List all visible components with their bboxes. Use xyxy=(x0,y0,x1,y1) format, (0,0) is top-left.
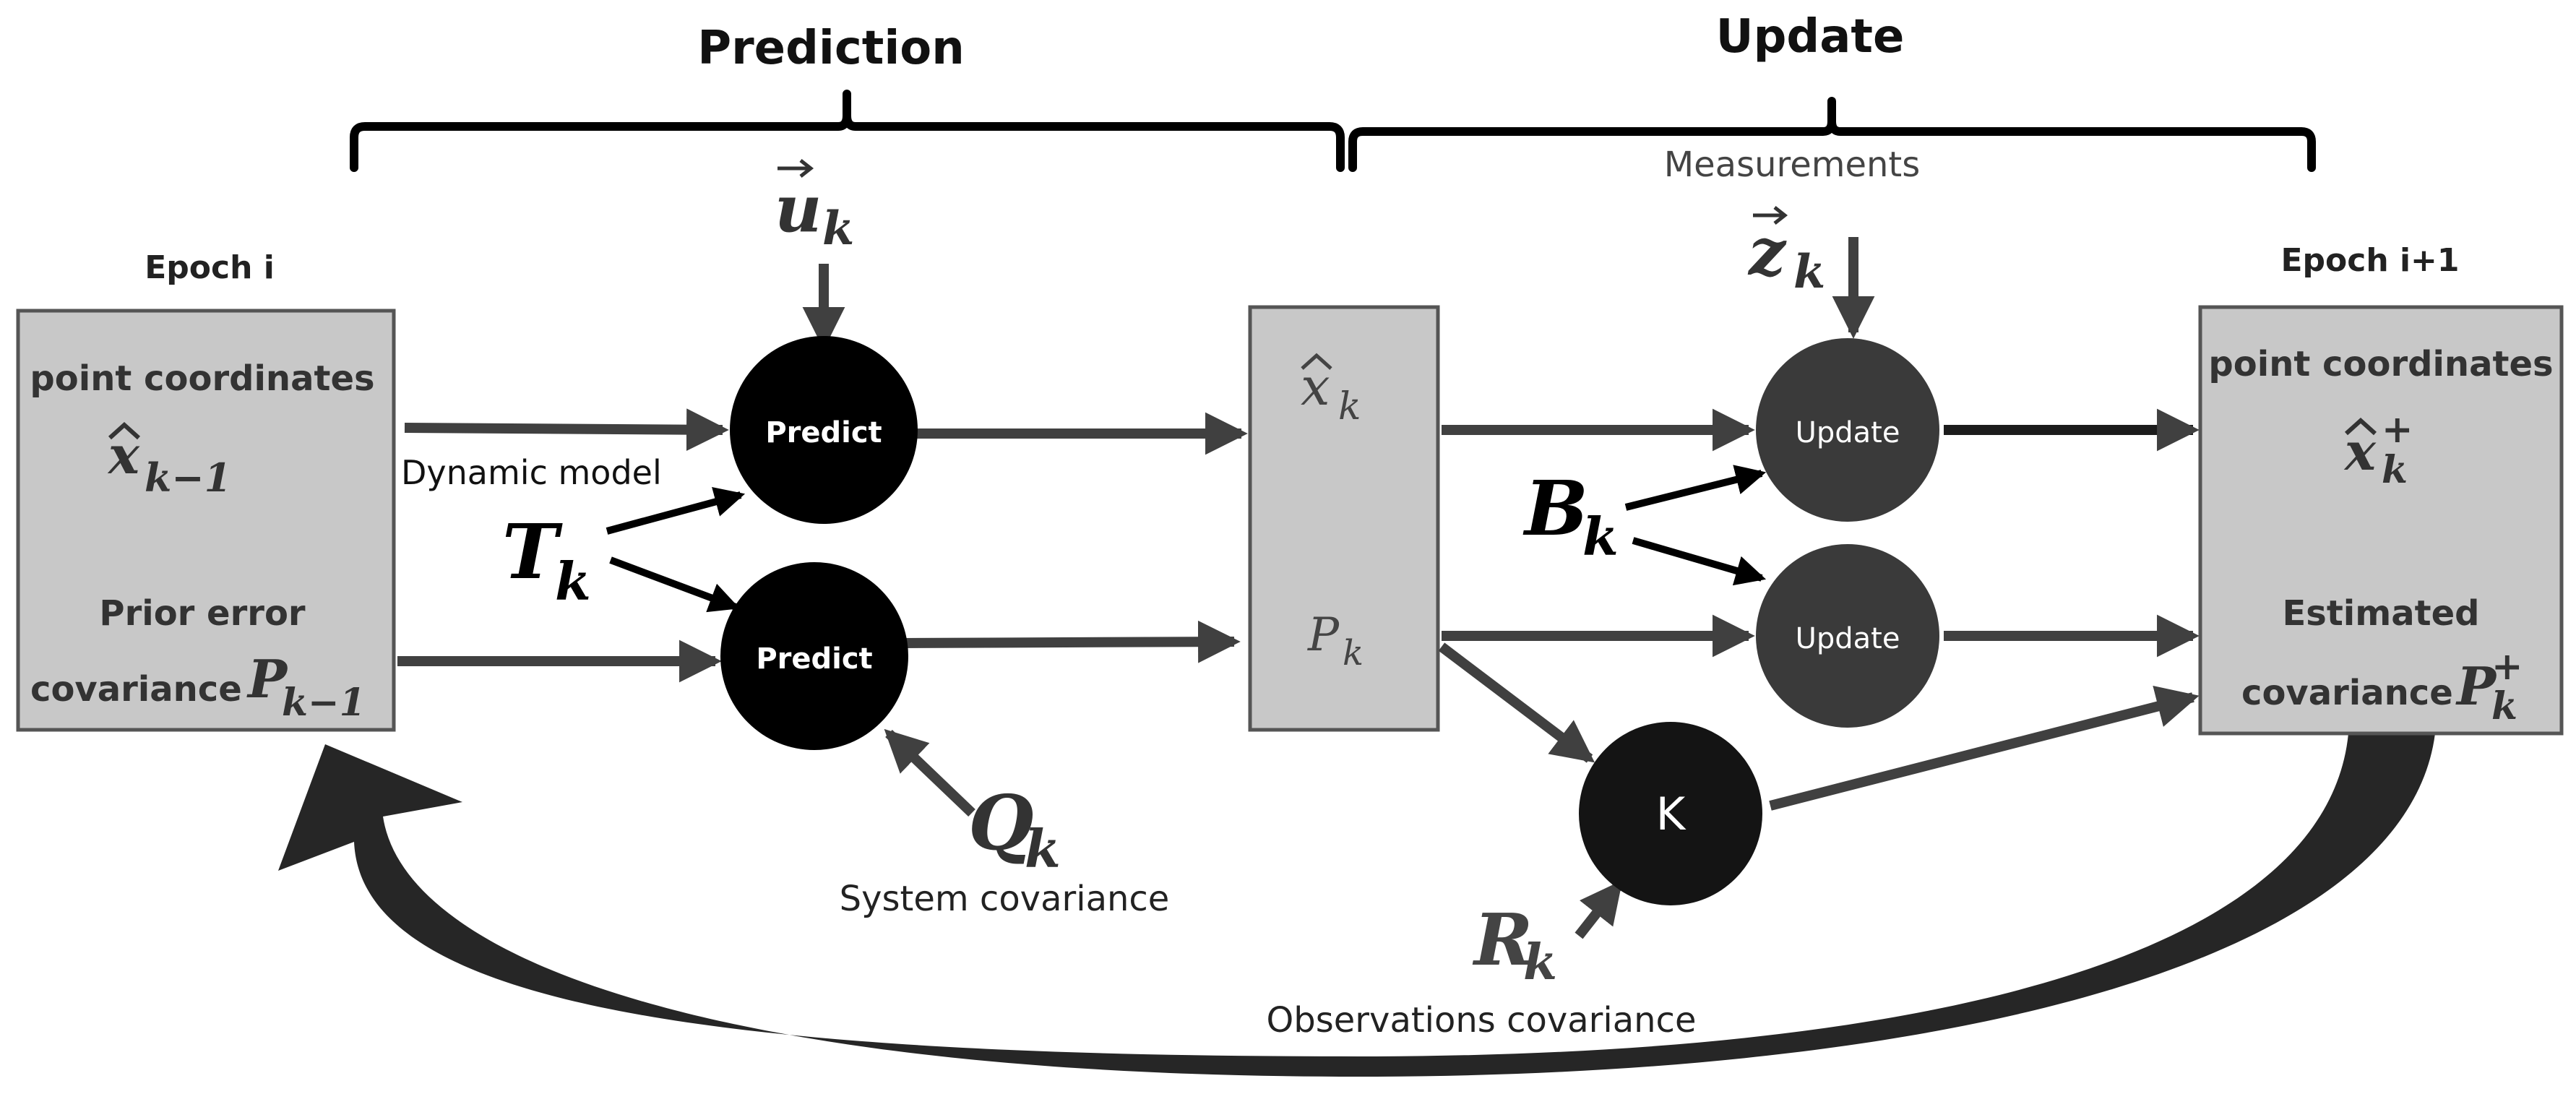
svg-text:P: P xyxy=(246,648,288,710)
right-estimated: Estimated xyxy=(2282,593,2479,634)
predict-node-bottom: Predict xyxy=(720,562,908,750)
svg-text:k: k xyxy=(1793,245,1825,299)
svg-text:k: k xyxy=(2382,448,2408,492)
svg-text:T: T xyxy=(502,507,563,596)
left-point-coordinates: point coordinates xyxy=(30,358,374,399)
svg-text:k: k xyxy=(1025,818,1061,879)
left-prior-error: Prior error xyxy=(99,593,306,634)
q-k-label: Q k xyxy=(968,778,1061,879)
r-k-label: R k xyxy=(1472,899,1557,991)
right-estimated-covariance: covariance P k + xyxy=(2241,645,2523,728)
arrow-middle-to-gain xyxy=(1438,642,1595,763)
svg-text:P: P xyxy=(1307,608,1340,662)
svg-text:covariance: covariance xyxy=(30,669,242,710)
svg-text:k−1: k−1 xyxy=(145,455,231,501)
svg-text:z: z xyxy=(1747,214,1787,290)
svg-text:B: B xyxy=(1522,464,1588,553)
epoch-i1-box xyxy=(2198,305,2564,736)
right-point-coordinates: point coordinates xyxy=(2208,344,2553,384)
svg-text:u: u xyxy=(775,171,822,247)
update-node-top: Update xyxy=(1756,338,1939,522)
svg-text:R: R xyxy=(1472,899,1533,982)
svg-text:P: P xyxy=(2455,655,2497,717)
svg-text:k: k xyxy=(822,202,854,256)
update-node-bottom: Update xyxy=(1756,544,1939,728)
svg-text:Update: Update xyxy=(1796,622,1900,655)
svg-text:k: k xyxy=(2491,684,2517,728)
update-header: Update xyxy=(1716,10,1905,64)
right-state-estimate: x k + xyxy=(2343,408,2413,492)
arrow-t-to-predict-top xyxy=(606,487,746,535)
observations-covariance-caption: Observations covariance xyxy=(1267,1000,1697,1041)
svg-text:+: + xyxy=(2382,408,2413,452)
left-state-estimate: x k−1 xyxy=(107,421,231,501)
prediction-header: Prediction xyxy=(697,22,965,75)
arrow-gain-to-right xyxy=(1769,685,2200,811)
kalman-gain-node: K xyxy=(1579,722,1762,905)
arrow-b-to-update-bottom xyxy=(1632,537,1767,586)
arrow-predict-bottom-to-middle xyxy=(903,620,1241,663)
svg-text:k: k xyxy=(1523,934,1557,991)
predicted-state-box xyxy=(1248,305,1440,732)
left-prior-covariance: covariance P k−1 xyxy=(30,648,366,725)
svg-text:+: + xyxy=(2491,645,2523,689)
z-k-label: z k xyxy=(1747,206,1825,299)
arrow-t-to-predict-bottom xyxy=(609,556,740,613)
svg-text:k: k xyxy=(1338,385,1361,428)
arrow-q-to-predict xyxy=(884,728,975,817)
epoch-i-box xyxy=(16,309,396,732)
measurements-caption: Measurements xyxy=(1664,145,1921,185)
update-brace xyxy=(1348,97,2316,172)
svg-text:k: k xyxy=(1582,506,1619,567)
epoch-i-header: Epoch i xyxy=(145,249,275,286)
epoch-i1-header: Epoch i+1 xyxy=(2280,242,2459,279)
connector-arrows xyxy=(397,237,2200,939)
input-arrows xyxy=(606,465,1767,613)
svg-text:Predict: Predict xyxy=(765,416,882,449)
arrow-b-to-update-top xyxy=(1624,465,1767,511)
svg-text:Q: Q xyxy=(968,778,1034,867)
arrow-left-to-predict-top xyxy=(404,408,729,452)
svg-text:Predict: Predict xyxy=(756,642,872,676)
system-covariance-caption: System covariance xyxy=(840,879,1170,919)
middle-state-estimate: x k xyxy=(1301,353,1361,428)
svg-text:k: k xyxy=(1343,633,1364,673)
svg-text:K: K xyxy=(1656,788,1687,840)
predict-node-top: Predict xyxy=(730,336,918,524)
b-k-label: B k xyxy=(1522,464,1619,567)
arrow-r-to-gain xyxy=(1575,880,1623,939)
svg-text:k−1: k−1 xyxy=(282,681,366,725)
svg-text:k: k xyxy=(555,551,591,612)
t-k-label: T k xyxy=(502,507,591,612)
prediction-brace xyxy=(350,90,1345,172)
dynamic-model-caption: Dynamic model xyxy=(401,453,662,492)
svg-text:Update: Update xyxy=(1796,416,1900,449)
middle-covariance: P k xyxy=(1307,608,1364,673)
u-k-label: u k xyxy=(775,159,854,256)
svg-text:covariance: covariance xyxy=(2241,673,2453,713)
